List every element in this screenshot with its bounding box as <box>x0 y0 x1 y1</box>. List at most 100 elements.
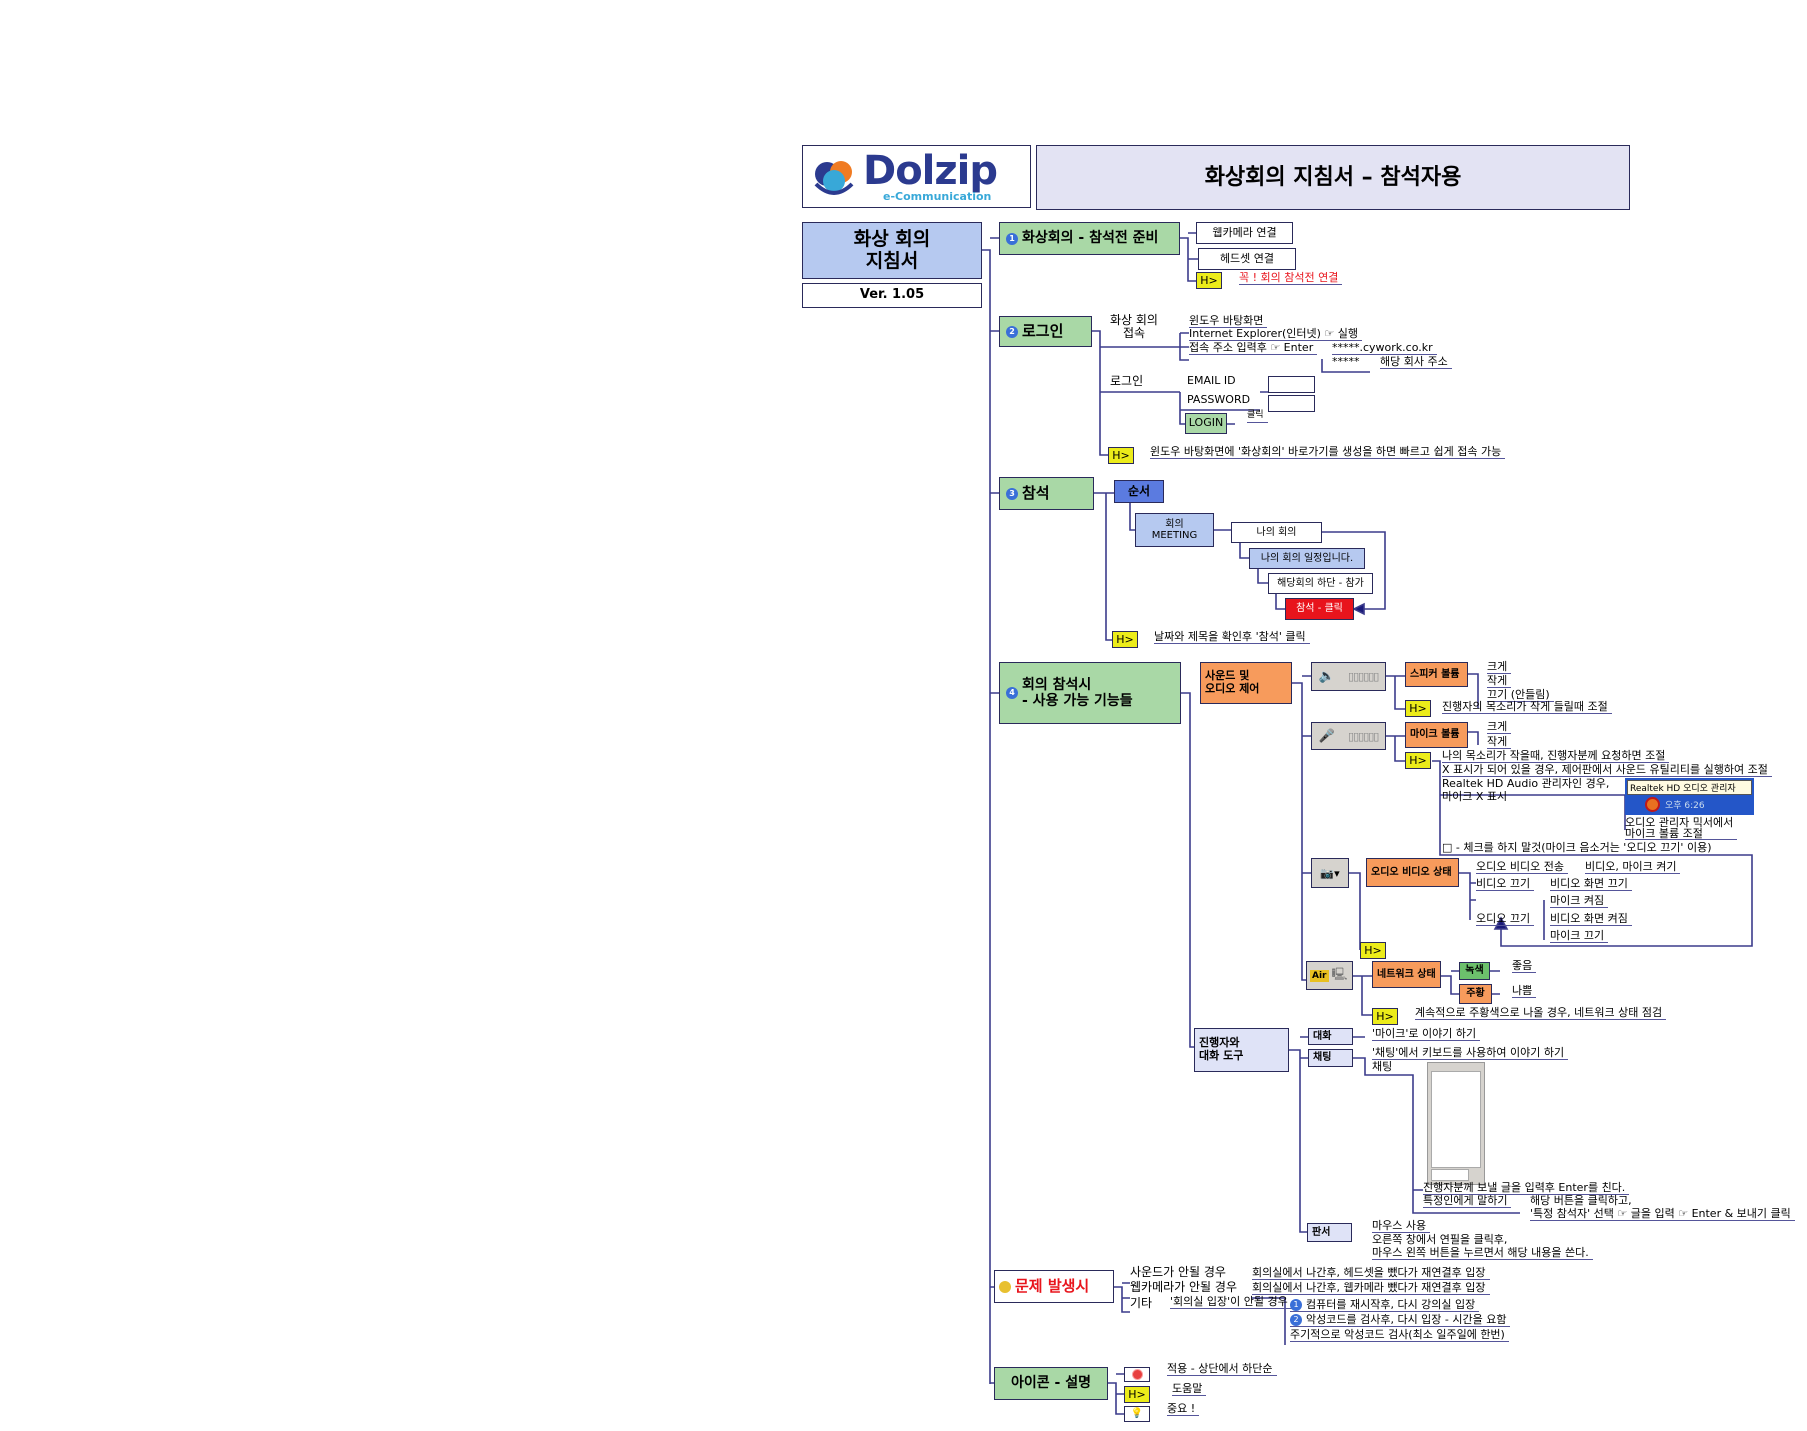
text-node: '마이크'로 이야기 하기 <box>1372 1027 1481 1041</box>
av-state-node: 오디오 비디오 상태 <box>1366 858 1459 887</box>
number-4-icon: 4 <box>1006 687 1018 699</box>
note: 나의 목소리가 작을때, 진행자분께 요청하면 조절 <box>1442 749 1670 763</box>
login-button[interactable]: LOGIN <box>1185 413 1227 434</box>
note: 오디오 관리자 믹서에서 마이크 볼륨 조절 <box>1625 817 1738 840</box>
webcam-mic-icon: 📷▾ <box>1320 866 1340 880</box>
order-node: 순서 <box>1114 480 1164 503</box>
text-node: 접속 주소 입력후 ☞ Enter <box>1189 341 1318 355</box>
note: 진행자의 목소리가 작게 들릴때 조절 <box>1442 700 1612 714</box>
section-label: 문제 발생시 <box>1015 1276 1090 1295</box>
order-icon-box <box>1124 1367 1150 1382</box>
important-icon-box: 💡 <box>1124 1406 1150 1422</box>
email-field[interactable] <box>1268 376 1315 393</box>
text-node: 주기적으로 악성코드 검사(최소 일주일에 한번) <box>1290 1328 1509 1342</box>
text-node: 사운드가 안될 경우 <box>1130 1265 1226 1279</box>
tray-image: Realtek HD 오디오 관리자 오후 6:26 <box>1625 778 1754 815</box>
join-click-node: 참석 - 클릭 <box>1285 598 1354 620</box>
section-label: 참석 <box>1022 483 1050 502</box>
air-icon: Air <box>1310 969 1329 982</box>
speaker-volume-node: 스피커 볼륨 <box>1405 662 1468 687</box>
note: 윈도우 바탕화면에 '화상회의' 바로가기를 생성을 하면 빠르고 쉽게 접속 … <box>1150 445 1506 459</box>
password-field[interactable] <box>1268 395 1315 412</box>
help-icon: H> <box>1405 752 1431 769</box>
version-label: Ver. 1.05 <box>802 283 982 308</box>
logo-subtext: e-Communication <box>883 190 992 203</box>
text-node: 크게 <box>1487 660 1512 674</box>
main-title: 화상 회의 지침서 <box>802 222 982 279</box>
text-node: 채팅 <box>1372 1060 1393 1073</box>
text-node: 윈도우 바탕화면 <box>1189 314 1268 328</box>
text-node: 진행자분께 보낼 글을 입력후 Enter를 친다. <box>1423 1181 1630 1195</box>
mic-volume-node: 마이크 볼륨 <box>1405 722 1468 748</box>
text-node: 중요 ! <box>1167 1402 1200 1416</box>
target-icon <box>1131 1369 1143 1380</box>
section-label: 회의 참석시 - 사용 가능 기능들 <box>1022 676 1133 709</box>
text-node: 웹카메라가 안될 경우 <box>1130 1280 1237 1294</box>
sound-control-node: 사운드 및 오디오 제어 <box>1200 662 1292 704</box>
text-node: '회의실 입장'이 안될 경우 <box>1170 1295 1292 1309</box>
text-node: 마우스 사용 <box>1372 1219 1431 1233</box>
text-node: 크게 <box>1487 720 1512 734</box>
orange-node: 주황 <box>1459 984 1492 1004</box>
password-label: PASSWORD <box>1187 393 1251 406</box>
note: Realtek HD Audio 관리자인 경우, 마이크 X 표시 <box>1442 777 1610 803</box>
text-node: 오른쪽 창에서 연필을 클릭후, <box>1372 1233 1508 1246</box>
text-node: 비디오, 마이크 켜기 <box>1585 860 1681 874</box>
email-label: EMAIL ID <box>1187 374 1236 387</box>
text-node: ***** <box>1332 355 1360 368</box>
section-problems[interactable]: 문제 발생시 <box>994 1270 1114 1303</box>
text-node: 마이크 켜짐 <box>1550 894 1609 908</box>
talk-node: 대화 <box>1308 1028 1353 1045</box>
section-icons[interactable]: 아이콘 - 설명 <box>994 1367 1108 1400</box>
text-node: 나쁨 <box>1512 984 1537 998</box>
help-icon: H> <box>1124 1386 1150 1403</box>
section-label: 로그인 <box>1022 321 1064 340</box>
number-2-icon: 2 <box>1290 1314 1302 1326</box>
help-icon: H> <box>1405 700 1431 717</box>
note: 날짜와 제목을 확인후 '참석' 클릭 <box>1154 630 1310 644</box>
schedule-node: 나의 회의 일정입니다. <box>1249 548 1365 569</box>
text-node: 작게 <box>1487 735 1512 749</box>
volume-bar-icon: ▯▯▯▯▯▯ <box>1348 729 1379 743</box>
text-node: 특정인에게 말하기 <box>1423 1194 1512 1208</box>
help-icon: H> <box>1372 1008 1398 1025</box>
text-node: 클릭 <box>1247 409 1268 423</box>
text-node: 비디오 끄기 <box>1476 877 1535 891</box>
tray-tooltip: Realtek HD 오디오 관리자 <box>1627 780 1752 795</box>
section-features[interactable]: 4 회의 참석시 - 사용 가능 기능들 <box>999 662 1181 724</box>
text-node: 작게 <box>1487 674 1512 688</box>
access-label: 화상 회의 접속 <box>1110 313 1158 340</box>
chat-window-image <box>1427 1062 1485 1185</box>
computers-icon: 🖳 <box>1331 967 1348 981</box>
note: 계속적으로 주황색으로 나올 경우, 네트워크 상태 점검 <box>1415 1006 1667 1020</box>
microphone-icon: 🎤 <box>1318 728 1335 744</box>
note: X 표시가 되어 있을 경우, 제어판에서 사운드 유틸리티를 실행하여 조절 <box>1442 763 1772 777</box>
note: □ - 체크를 하지 말것(마이크 음소거는 '오디오 끄기' 이용) <box>1442 841 1712 854</box>
page-title: 화상회의 지침서 – 참석자용 <box>1036 145 1630 210</box>
text-node: 회의실에서 나간후, 헤드셋을 뺐다가 재연결후 입장 <box>1252 1266 1490 1280</box>
volume-bar-icon: ▯▯▯▯▯▯ <box>1348 670 1379 683</box>
text-node: Internet Explorer(인터넷) ☞ 실행 <box>1189 327 1363 341</box>
text-node: '채팅'에서 키보드를 사용하여 이야기 하기 <box>1372 1046 1569 1060</box>
network-state-node: 네트워크 상태 <box>1372 961 1441 988</box>
text-node: 해당 회사 주소 <box>1380 355 1452 369</box>
text-node: 도움말 <box>1172 1382 1207 1396</box>
network-state-image: Air🖳 <box>1306 961 1353 990</box>
speaker-tray-icon <box>1645 797 1660 812</box>
help-icon: H> <box>1196 272 1222 289</box>
text-node: 해당 버튼을 클릭하고, <box>1530 1194 1632 1207</box>
green-node: 녹색 <box>1459 962 1490 980</box>
number-1-icon: 1 <box>1290 1299 1302 1311</box>
note: 꼭 ! 회의 참석전 연결 <box>1239 271 1343 285</box>
whiteboard-node: 판서 <box>1307 1223 1352 1242</box>
text-node: 적용 - 상단에서 하단순 <box>1167 1362 1277 1376</box>
text-node: 좋음 <box>1512 959 1537 973</box>
text-node: 비디오 화면 끄기 <box>1550 877 1632 891</box>
mic-volume-image: 🎤 ▯▯▯▯▯▯ <box>1311 722 1386 750</box>
talk-tools-node: 진행자와 대화 도구 <box>1194 1028 1289 1072</box>
